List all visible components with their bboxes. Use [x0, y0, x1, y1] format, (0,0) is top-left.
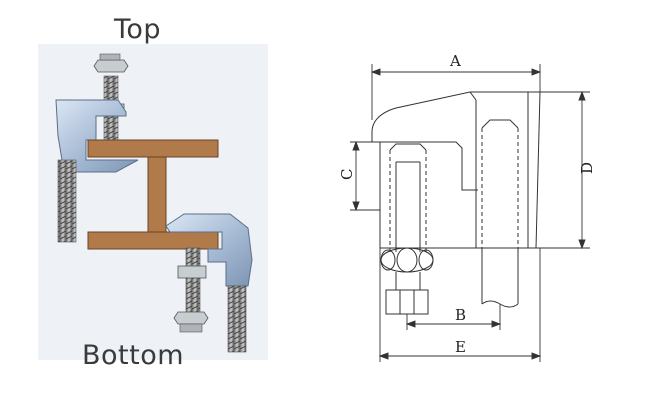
bottom-clamp-body: [165, 213, 253, 287]
i-beam: [87, 139, 219, 250]
dim-label-a: A: [449, 52, 461, 70]
top-label: Top: [114, 14, 162, 45]
clamp-outline: [371, 91, 541, 249]
bottom-rod: [227, 285, 247, 353]
dim-label-b: B: [455, 306, 466, 324]
dim-label-e: E: [455, 338, 466, 356]
bottom-label: Bottom: [82, 340, 185, 371]
bolt-hidden-lines: [389, 128, 519, 300]
dim-label-c: C: [338, 169, 356, 180]
bottom-bolt: [173, 247, 209, 333]
top-rod: [57, 159, 77, 243]
dim-label-d: D: [578, 162, 596, 174]
